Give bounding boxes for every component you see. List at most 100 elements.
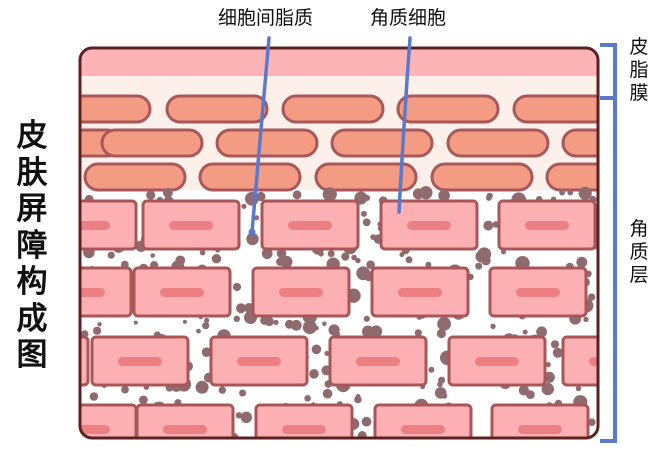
lipid-dot bbox=[309, 369, 319, 379]
lipid-dot bbox=[196, 328, 201, 334]
corneocyte bbox=[132, 266, 232, 318]
lipid-dot bbox=[588, 418, 596, 427]
cell-nucleus bbox=[80, 221, 110, 230]
lipid-dot bbox=[150, 253, 155, 258]
cell-nucleus bbox=[518, 425, 562, 434]
lipid-dot bbox=[235, 412, 243, 419]
label-char: 膜 bbox=[629, 82, 649, 104]
lipid-dot bbox=[322, 187, 337, 202]
lipid-dot bbox=[276, 257, 285, 266]
lipid-dot bbox=[550, 340, 560, 349]
cell-nucleus bbox=[407, 221, 451, 230]
lipid-dot bbox=[583, 316, 589, 322]
cell-nucleus bbox=[516, 288, 560, 297]
flattened-cell bbox=[330, 128, 434, 158]
lipid-dot bbox=[204, 317, 210, 323]
cell-nucleus bbox=[525, 221, 569, 230]
cell-nucleus bbox=[401, 425, 445, 434]
lipid-dot bbox=[518, 385, 530, 396]
flattened-cells bbox=[80, 94, 598, 192]
diagram-title: 皮 肤 屏 障 构 成 图 bbox=[12, 118, 52, 374]
lipid-dot bbox=[363, 315, 370, 322]
lipid-dot bbox=[414, 329, 422, 337]
lipid-dot bbox=[536, 326, 547, 338]
lipid-dot bbox=[195, 380, 209, 394]
lipid-dot bbox=[241, 203, 247, 209]
title-char: 屏 bbox=[16, 191, 48, 227]
lipid-dot bbox=[304, 395, 311, 402]
lipid-dot bbox=[351, 254, 357, 261]
lipid-dot bbox=[93, 326, 102, 335]
skin-frame-border bbox=[78, 46, 600, 440]
cell-nucleus bbox=[163, 425, 207, 434]
flattened-cell bbox=[83, 162, 187, 192]
cell-nucleus bbox=[475, 357, 519, 366]
cell-nucleus bbox=[80, 425, 110, 434]
label-corneocyte: 角质细胞 bbox=[370, 7, 447, 29]
sebum-film-bracket bbox=[600, 43, 617, 100]
lipid-dot bbox=[576, 256, 588, 268]
flattened-cell bbox=[430, 162, 534, 192]
lipid-dot bbox=[211, 254, 222, 264]
label-intercellular-lipid: 细胞间脂质 bbox=[218, 7, 314, 29]
lipid-dot bbox=[341, 252, 350, 261]
lipid-dot bbox=[240, 411, 252, 423]
lipid-dot bbox=[475, 250, 488, 263]
lipid-dot bbox=[490, 323, 496, 329]
cell-nucleus bbox=[589, 357, 598, 366]
lipid-dot bbox=[366, 260, 375, 270]
title-char: 构 bbox=[16, 264, 48, 300]
lipid-dot bbox=[567, 189, 574, 196]
corneocyte bbox=[260, 199, 360, 251]
lipid-dot bbox=[182, 319, 187, 324]
label-char: 角 bbox=[629, 218, 649, 240]
lipid-dot bbox=[420, 189, 427, 196]
corneocyte bbox=[254, 403, 354, 438]
lipid-dot bbox=[133, 320, 138, 325]
lipid-dot bbox=[311, 344, 322, 355]
lipid-dot bbox=[324, 350, 330, 356]
cell-nucleus bbox=[279, 288, 323, 297]
corneocyte bbox=[497, 199, 597, 251]
cell-nucleus bbox=[356, 357, 400, 366]
lipid-pointer-end bbox=[248, 228, 256, 236]
corneocyte bbox=[80, 335, 90, 387]
lipid-dot bbox=[575, 385, 582, 392]
lipid-dot bbox=[202, 322, 210, 330]
lipid-dot bbox=[284, 256, 289, 261]
lipid-dot bbox=[355, 257, 361, 264]
sebum-film-layer bbox=[80, 48, 598, 76]
lipid-dot bbox=[361, 416, 372, 427]
corneocyte bbox=[209, 335, 309, 387]
lipid-dot bbox=[541, 382, 554, 396]
lipid-dot bbox=[405, 256, 413, 264]
lipid-dot bbox=[322, 388, 333, 399]
corneocyte bbox=[80, 403, 138, 438]
lipid-dot bbox=[239, 389, 247, 397]
label-char: 皮 bbox=[629, 36, 649, 58]
lipid-dot bbox=[522, 329, 528, 335]
lipid-dot bbox=[437, 381, 443, 388]
lipid-pointer-line bbox=[250, 36, 271, 234]
lipid-dot bbox=[428, 366, 435, 373]
lipid-dot bbox=[273, 319, 279, 325]
lipid-dot bbox=[436, 328, 446, 339]
lipid-dot bbox=[486, 192, 493, 200]
flattened-cell bbox=[314, 162, 418, 192]
lipid-dot bbox=[201, 347, 212, 358]
lipid-dot bbox=[354, 395, 362, 404]
corneocyte bbox=[328, 335, 428, 387]
corneocyte bbox=[135, 403, 235, 438]
lipid-dot bbox=[438, 189, 450, 202]
lipid-dot bbox=[120, 260, 129, 269]
corneocyte bbox=[141, 199, 241, 251]
label-char: 层 bbox=[629, 264, 649, 286]
flattened-cell bbox=[281, 94, 385, 124]
lipid-dot bbox=[89, 392, 99, 401]
corneocyte bbox=[379, 199, 479, 251]
corneocyte bbox=[370, 266, 470, 318]
lipid-dot bbox=[475, 262, 483, 270]
label-stratum-corneum: 角 质 层 bbox=[628, 218, 650, 287]
corneocyte bbox=[90, 335, 190, 387]
corneocyte bbox=[488, 266, 588, 318]
